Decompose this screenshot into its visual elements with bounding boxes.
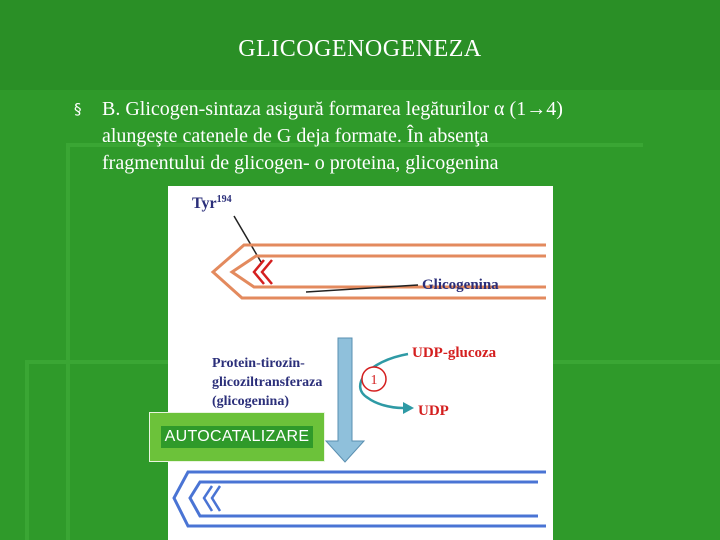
autocatalysis-label: AUTOCATALIZARE bbox=[160, 426, 314, 448]
autocatalysis-box: AUTOCATALIZARE bbox=[149, 412, 325, 462]
glycogenin-leader-line bbox=[305, 284, 419, 293]
bullet-line: B. Glicogen-sintaza asigură formarea leg… bbox=[102, 98, 563, 120]
tyr-leader-line bbox=[233, 215, 262, 263]
background-line bbox=[25, 360, 29, 540]
step-number-circle bbox=[361, 366, 387, 392]
step-number: 1 bbox=[371, 373, 378, 388]
slide-title: GLICOGENOGENEZA bbox=[238, 36, 482, 62]
enzyme-label-line: (glicogenina) bbox=[212, 394, 289, 409]
udp-label: UDP bbox=[418, 403, 449, 419]
glycogenin-protein-shape bbox=[210, 243, 546, 300]
enzyme-label-line: Protein-tirozin- bbox=[212, 356, 305, 371]
glucose-residue-marker bbox=[210, 485, 222, 512]
tyr-residue-marker bbox=[252, 259, 265, 285]
tyr-label: Tyr194 bbox=[192, 194, 232, 212]
bullet-line: alungeşte catenele de G deja formate. În… bbox=[102, 125, 489, 147]
tyr-residue-marker bbox=[260, 259, 273, 285]
udp-arrowhead-icon bbox=[403, 402, 414, 414]
background-band-top bbox=[0, 0, 720, 90]
glucose-residue-marker bbox=[202, 485, 214, 512]
bullet-line: fragmentului de glicogen- o proteina, gl… bbox=[102, 152, 499, 174]
bullet-marker: § bbox=[74, 100, 82, 118]
reaction-arrow-icon bbox=[324, 337, 366, 463]
background-line bbox=[66, 143, 70, 540]
bullet-paragraph: § B. Glicogen-sintaza asigură formarea l… bbox=[74, 96, 674, 177]
glycogenin-label: Glicogenina bbox=[422, 277, 499, 293]
glycogenin-diagram: Tyr194 Glicogenina Protein-tirozin- glic… bbox=[168, 186, 553, 540]
udp-glucose-label: UDP-glucoza bbox=[412, 345, 497, 361]
enzyme-label-line: glicoziltransferaza bbox=[212, 375, 322, 390]
udp-curved-arrow-icon bbox=[359, 352, 409, 410]
glycosylated-glycogenin-shape bbox=[172, 470, 546, 528]
background-line bbox=[68, 143, 643, 147]
